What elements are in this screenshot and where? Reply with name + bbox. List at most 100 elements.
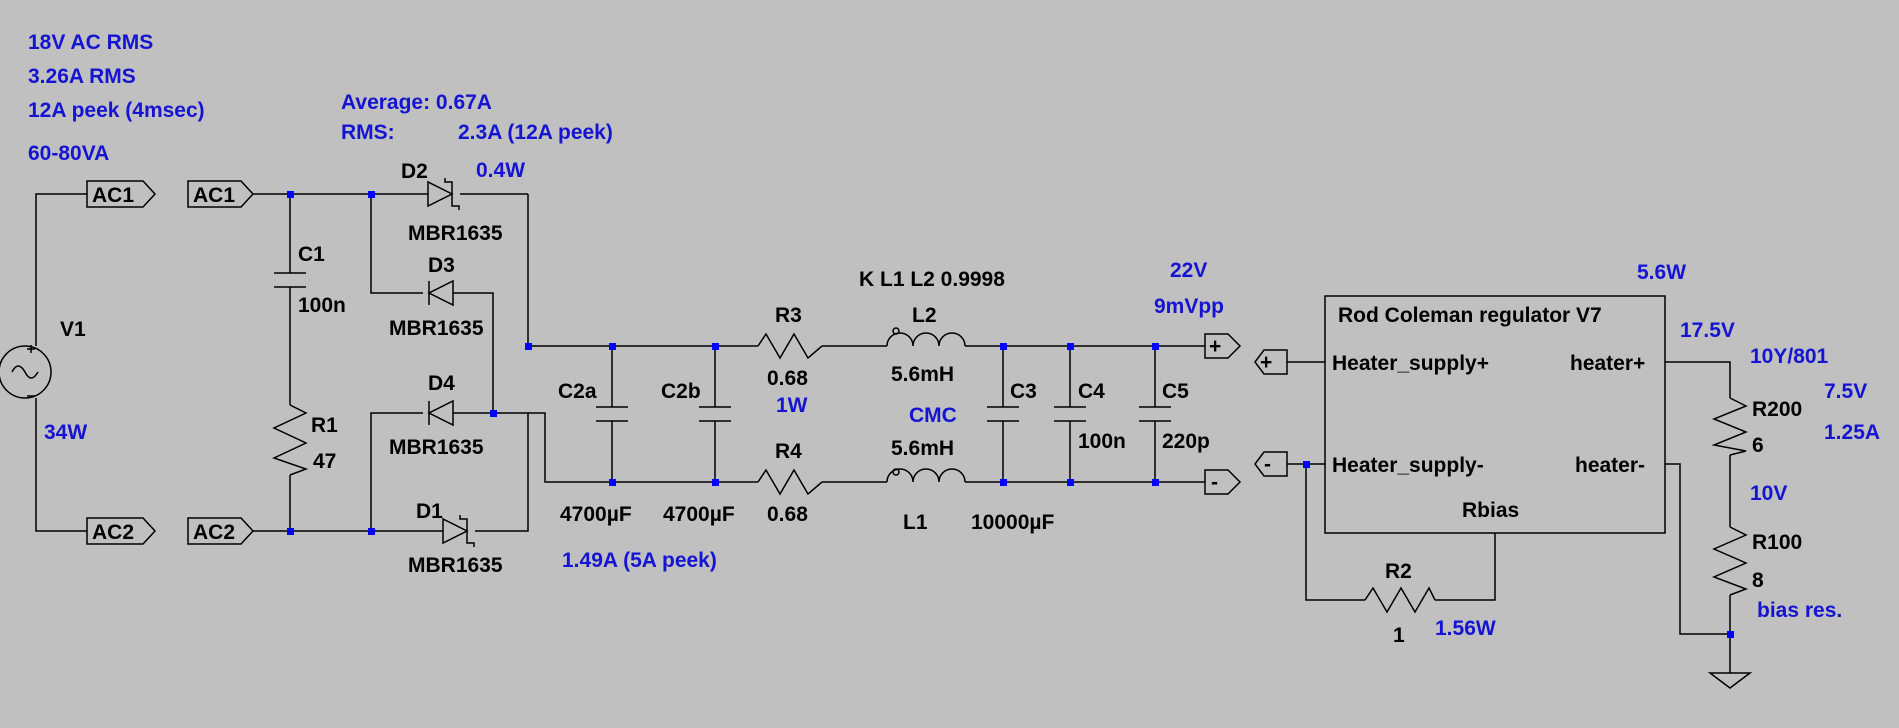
inductor-l1[interactable]: 5.6mH L1 xyxy=(886,437,968,534)
svg-text:AC2: AC2 xyxy=(92,521,134,544)
svg-text:0.68: 0.68 xyxy=(767,367,808,390)
ac-source-icon xyxy=(0,345,52,399)
resistor-r1[interactable]: R1 47 xyxy=(272,404,338,476)
capacitor-c4[interactable]: C4 100n xyxy=(1054,380,1126,453)
wires xyxy=(35,193,1731,668)
svg-text:C2b: C2b xyxy=(661,380,701,403)
resistor-r2[interactable]: R2 1 xyxy=(1364,560,1436,647)
regulator-block[interactable]: Rod Coleman regulator V7 Heater_supply+ … xyxy=(1324,295,1666,534)
svg-text:D3: D3 xyxy=(428,254,455,277)
ground-icon xyxy=(1707,668,1753,689)
inductor-icon xyxy=(886,332,966,347)
capacitor-c5[interactable]: C5 220p xyxy=(1139,380,1210,453)
port-plus-in[interactable]: + xyxy=(1254,349,1288,375)
svg-text:R4: R4 xyxy=(775,440,802,463)
capacitor-c2a[interactable]: C2a 4700µF xyxy=(558,380,632,526)
diode-d2[interactable]: D2 MBR1635 xyxy=(401,160,503,245)
svg-text:D1: D1 xyxy=(416,500,443,523)
svg-text:D2: D2 xyxy=(401,160,428,183)
svg-text:AC1: AC1 xyxy=(92,184,134,207)
note-va: 60-80VA xyxy=(28,142,109,165)
capacitor-c3[interactable]: C3 10000µF xyxy=(971,380,1054,534)
svg-text:MBR1635: MBR1635 xyxy=(408,222,503,245)
note-cmc: CMC xyxy=(909,404,957,427)
annotations: 18V AC RMS 3.26A RMS 12A peek (4msec) 60… xyxy=(28,31,1880,640)
note-ac-peak: 12A peek (4msec) xyxy=(28,99,205,122)
svg-text:100n: 100n xyxy=(1078,430,1126,453)
svg-text:-: - xyxy=(1264,453,1271,476)
resistor-r3[interactable]: R3 0.68 xyxy=(757,304,823,390)
schottky-diode-icon xyxy=(427,180,454,208)
port-ac2-out[interactable]: AC2 xyxy=(86,517,157,545)
port-ac1-out[interactable]: AC1 xyxy=(86,180,157,208)
diode-icon xyxy=(427,279,454,307)
port-ac2-in[interactable]: AC2 xyxy=(187,517,255,545)
svg-text:L2: L2 xyxy=(912,304,937,327)
svg-text:C4: C4 xyxy=(1078,380,1105,403)
schottky-diode-icon xyxy=(442,517,469,545)
svg-text:C3: C3 xyxy=(1010,380,1037,403)
capacitor-c2b[interactable]: C2b 4700µF xyxy=(661,380,735,526)
resistor-r100[interactable]: R100 8 xyxy=(1712,526,1802,596)
note-ripple: 9mVpp xyxy=(1154,295,1224,318)
note-ac-voltage: 18V AC RMS xyxy=(28,31,153,54)
diode-d3[interactable]: D3 MBR1635 xyxy=(389,254,484,340)
note-diode-rms-label: RMS: xyxy=(341,121,395,144)
inductor-l2[interactable]: L2 5.6mH xyxy=(886,304,968,386)
svg-text:C2a: C2a xyxy=(558,380,597,403)
port-minus-out[interactable]: - xyxy=(1204,469,1242,495)
note-r2-power: 1.56W xyxy=(1435,617,1496,640)
diode-d4[interactable]: D4 MBR1635 xyxy=(389,372,484,459)
svg-text:5.6mH: 5.6mH xyxy=(891,363,954,386)
resistor-icon xyxy=(1364,586,1436,614)
voltage-source-v1[interactable]: V1 xyxy=(0,318,86,399)
resistor-icon xyxy=(272,404,309,476)
svg-text:47: 47 xyxy=(313,450,336,473)
resistor-r200[interactable]: R200 6 xyxy=(1711,397,1802,457)
sine-wave-icon xyxy=(11,365,39,379)
svg-text:-: - xyxy=(1211,471,1218,494)
regulator-title: Rod Coleman regulator V7 xyxy=(1338,304,1602,327)
svg-text:R2: R2 xyxy=(1385,560,1412,583)
svg-text:L1: L1 xyxy=(903,511,928,534)
svg-text:+: + xyxy=(1260,351,1272,374)
pin-heater-supply-plus: Heater_supply+ xyxy=(1332,352,1489,375)
svg-text:1: 1 xyxy=(1393,624,1405,647)
note-src-power: 34W xyxy=(44,421,87,444)
note-mid-v: 10V xyxy=(1750,482,1787,505)
svg-text:8: 8 xyxy=(1752,569,1764,592)
svg-text:R1: R1 xyxy=(311,414,338,437)
resistor-icon xyxy=(757,468,823,496)
note-diode-power: 0.4W xyxy=(476,159,525,182)
resistor-r4[interactable]: R4 0.68 xyxy=(757,440,823,526)
note-diode-rms-value: 2.3A (12A peek) xyxy=(458,121,613,144)
svg-text:0.68: 0.68 xyxy=(767,503,808,526)
note-tube: 10Y/801 xyxy=(1750,345,1829,368)
diode-d1[interactable]: D1 MBR1635 xyxy=(408,500,503,577)
port-ac1-in[interactable]: AC1 xyxy=(187,180,255,208)
note-ac-current: 3.26A RMS xyxy=(28,65,136,88)
diode-icon xyxy=(427,399,454,427)
svg-text:AC1: AC1 xyxy=(193,184,235,207)
v1-name: V1 xyxy=(60,318,86,341)
svg-text:+: + xyxy=(1209,335,1221,358)
svg-text:MBR1635: MBR1635 xyxy=(389,436,484,459)
svg-text:220p: 220p xyxy=(1162,430,1210,453)
svg-text:R200: R200 xyxy=(1752,398,1802,421)
port-minus-in[interactable]: - xyxy=(1254,451,1288,477)
note-cap-current: 1.49A (5A peek) xyxy=(562,549,717,572)
note-v-out: 22V xyxy=(1170,259,1207,282)
inductor-icon xyxy=(886,468,966,483)
svg-text:10000µF: 10000µF xyxy=(971,511,1054,534)
junctions xyxy=(287,191,1734,638)
svg-text:6: 6 xyxy=(1752,434,1764,457)
svg-text:R3: R3 xyxy=(775,304,802,327)
note-diode-avg: Average: 0.67A xyxy=(341,91,492,114)
note-heater-v: 17.5V xyxy=(1680,319,1735,342)
capacitor-c1[interactable]: C1 100n xyxy=(274,243,346,317)
coupling-directive: K L1 L2 0.9998 xyxy=(859,268,1005,291)
port-plus-out[interactable]: + xyxy=(1204,333,1242,359)
svg-text:100n: 100n xyxy=(298,294,346,317)
svg-text:C5: C5 xyxy=(1162,380,1189,403)
